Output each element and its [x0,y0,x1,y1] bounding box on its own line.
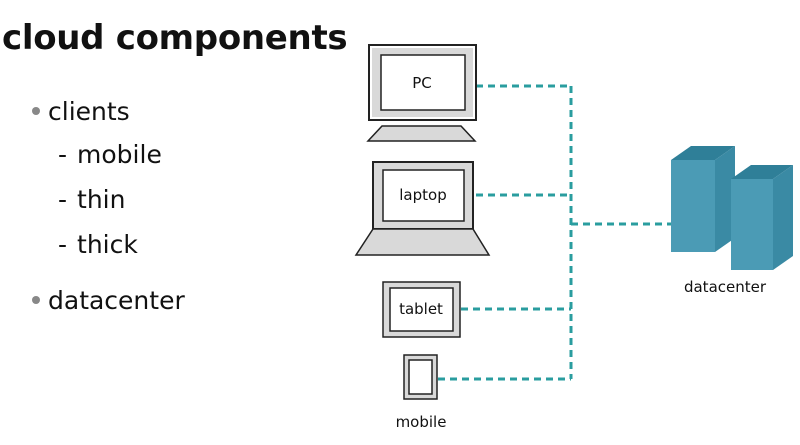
sub-item-label: thin [77,185,126,214]
sub-item-thick: -thick [58,222,185,267]
server-back-side [715,146,735,252]
server-back-front [671,160,715,252]
server-front-top [731,165,793,179]
pc-screen [380,54,466,111]
slide-title: cloud components [2,18,348,58]
bullet-clients: clients -mobile -thin -thick [32,92,185,267]
laptop-base [354,228,491,256]
clients-sub-list: -mobile -thin -thick [32,132,185,267]
bullet-datacenter-label: datacenter [48,286,185,315]
bullet-list: clients -mobile -thin -thick datacenter [32,92,185,321]
pc-label: PC [412,74,432,92]
bullet-clients-label: clients [48,97,130,126]
sub-item-label: mobile [77,140,162,169]
server-front-side [773,165,793,270]
datacenter-servers: datacenter [671,146,793,296]
mobile-label: mobile [396,413,447,431]
tablet-screen [389,287,454,332]
mobile-screen [408,359,433,395]
dash-mark: - [58,140,68,169]
sub-item-mobile: -mobile [58,132,185,177]
dash-mark: - [58,185,68,214]
server-front-front [731,179,773,270]
datacenter-label: datacenter [684,278,767,296]
pc-device: PC [366,44,477,142]
sub-item-label: thick [77,230,138,259]
dash-mark: - [58,230,68,259]
tablet-device: tablet [382,281,461,338]
tablet-label: tablet [399,300,443,318]
sub-item-thin: -thin [58,177,185,222]
mobile-device: mobile [396,354,447,431]
bullet-dot-icon [32,296,40,304]
pc-keyboard [366,125,477,142]
laptop-screen [382,169,465,222]
laptop-label: laptop [399,186,446,204]
bullet-dot-icon [32,107,40,115]
connector-lines [438,84,671,381]
laptop-device: laptop [354,161,491,256]
server-back-top [671,146,735,160]
bullet-datacenter: datacenter [32,281,185,321]
